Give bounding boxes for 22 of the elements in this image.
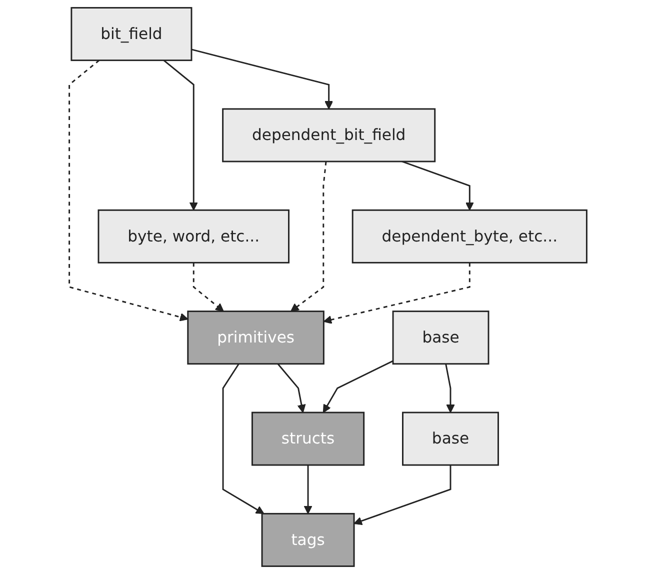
node-box: dependent_bit_field [222,108,436,162]
node-box: byte, word, etc... [98,209,290,264]
arrow [322,360,394,413]
arrow [304,465,312,514]
node-box: base [392,310,490,365]
arrow [290,161,327,312]
arrow [402,160,474,211]
arrow [192,262,224,312]
arrow [445,364,455,413]
node-box: primitives [187,310,324,365]
arrow [191,48,334,110]
arrow [163,60,198,211]
arrow [323,262,470,324]
arrow [68,60,188,322]
node-box: dependent_byte, etc... [352,209,588,264]
arrow [354,465,452,526]
arrow [222,363,264,514]
arrow [277,363,306,413]
node-box: structs [251,412,365,466]
node-box: bit_field [70,7,192,62]
node-box: base [402,412,499,466]
node-box: tags [261,512,355,567]
